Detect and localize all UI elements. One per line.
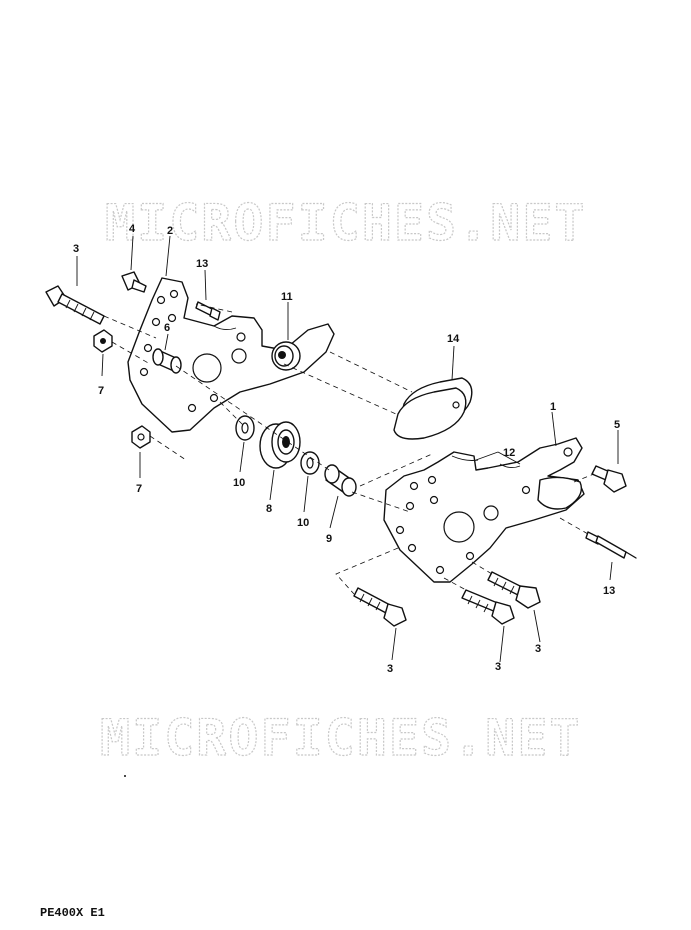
callout-14: 14	[447, 333, 460, 345]
callout-7: 7	[136, 483, 142, 495]
callout-13: 13	[196, 258, 208, 270]
callout-12: 12	[503, 447, 515, 459]
left-bracket	[127, 277, 335, 433]
bolt-3-top-left	[45, 285, 105, 325]
rubber-mount-8	[259, 421, 301, 469]
pin-6	[152, 348, 182, 374]
bolt-4	[121, 271, 147, 293]
callout-2: 2	[167, 225, 173, 237]
callout-3: 3	[387, 663, 393, 675]
callout-8: 8	[266, 503, 272, 515]
callout-13: 13	[603, 585, 615, 597]
grommet-11	[271, 341, 301, 371]
pad-14	[393, 377, 473, 440]
washer-10-right	[300, 451, 320, 475]
callout-4: 4	[129, 223, 136, 235]
callout-3: 3	[495, 661, 501, 673]
callout-7: 7	[98, 385, 104, 397]
bolt-13-left	[195, 301, 221, 321]
callout-1: 1	[550, 401, 556, 413]
watermark-bottom: MICROFICHES.NET	[100, 709, 582, 767]
collar-9	[324, 464, 357, 497]
callout-9: 9	[326, 533, 332, 545]
callout-5: 5	[614, 419, 620, 431]
bolt-5	[591, 465, 627, 493]
callout-10: 10	[233, 477, 245, 489]
washer-10-left	[235, 415, 255, 441]
stray-mark	[124, 775, 126, 777]
right-bracket	[383, 437, 585, 583]
callout-3: 3	[73, 243, 79, 255]
callout-11: 11	[281, 291, 293, 303]
callout-3: 3	[535, 643, 541, 655]
page-code: PE400X E1	[40, 906, 105, 920]
nut-7-upper	[93, 329, 113, 353]
alignment-lines	[103, 303, 595, 595]
leader-lines	[76, 235, 619, 663]
bolt-3-bottom-right	[487, 571, 541, 609]
nut-7-lower	[131, 425, 151, 449]
bolt-3-bottom-left	[353, 587, 407, 627]
bolt-13-right	[585, 531, 637, 559]
bolt-3-bottom-middle	[461, 589, 515, 625]
callout-6: 6	[164, 322, 170, 334]
watermark-top: MICROFICHES.NET	[105, 194, 587, 252]
callout-10: 10	[297, 517, 309, 529]
